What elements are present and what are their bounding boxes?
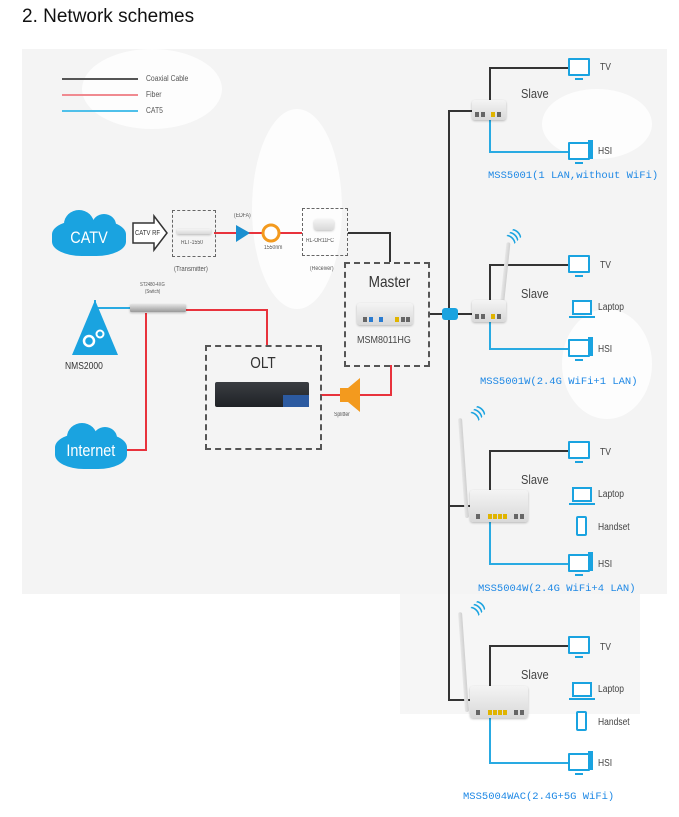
slave4-laptop-label: Laptop — [598, 684, 625, 695]
master-device — [357, 303, 413, 325]
splitter-icon — [340, 378, 360, 412]
cat5-slave3-hsi — [489, 520, 568, 565]
fiber-switch-internet — [118, 313, 147, 451]
slave4-tv-icon — [568, 636, 590, 658]
fiber-coil-icon — [261, 223, 281, 243]
slave1-hsi-icon — [568, 142, 590, 164]
slave4-label: Slave — [521, 667, 549, 682]
catv-rf-label: CATV RF — [135, 230, 161, 237]
master-model: MSM8011HG — [357, 335, 411, 346]
master-title: Master — [368, 274, 411, 291]
slave3-label: Slave — [521, 472, 549, 487]
edfa-label: (EDFA) — [234, 213, 251, 219]
master-box — [344, 262, 430, 367]
receiver-model: RL-OR11FC — [306, 238, 334, 244]
slave2-model: MSS5001W(2.4G WiFi+1 LAN) — [480, 376, 638, 388]
slave2-device — [472, 300, 506, 322]
transmitter-caption: (Transmitter) — [174, 266, 208, 273]
coax-slave1-tv — [489, 67, 568, 100]
slave4-hsi-icon — [568, 753, 590, 775]
fiber-splitter-master — [360, 365, 392, 396]
coax-backbone — [448, 110, 476, 701]
slave1-device — [472, 100, 506, 120]
slave1-model: MSS5001(1 LAN,without WiFi) — [488, 170, 659, 182]
slave2-laptop-icon — [569, 300, 595, 318]
slave3-hsi-icon — [568, 554, 590, 576]
slave3-pc-tower-icon — [588, 552, 593, 571]
catv-cloud-icon: CATV — [52, 210, 126, 256]
receiver-caption: (Receiver) — [310, 266, 334, 272]
edfa-amplifier-icon — [236, 225, 250, 242]
slave1-hsi-label: HSI — [598, 146, 613, 157]
switch-model: ST2480-4XG — [140, 282, 165, 288]
coax-slave3-tv — [489, 450, 568, 495]
slave2-pc-tower-icon — [588, 337, 593, 356]
coax-receiver-master — [348, 232, 391, 262]
catv-rf-arrow-icon — [132, 213, 168, 253]
slave4-handset-icon — [576, 711, 587, 731]
slave4-hsi-label: HSI — [598, 758, 613, 769]
slave3-handset-label: Handset — [598, 522, 630, 533]
slave1-tv-label: TV — [600, 62, 611, 73]
switch-device — [130, 304, 186, 312]
internet-label: Internet — [66, 441, 116, 460]
cat5-slave1-hsi — [489, 120, 568, 153]
slave4-pc-tower-icon — [588, 751, 593, 770]
internet-cloud-icon: Internet — [55, 423, 127, 469]
transmitter-box — [172, 210, 216, 257]
coax-connector-icon — [442, 308, 458, 320]
receiver-box — [302, 208, 348, 256]
slave3-device — [470, 490, 528, 522]
slave2-hsi-icon — [568, 339, 590, 361]
slave1-pc-tower-icon — [588, 140, 593, 159]
slave4-device — [470, 686, 528, 718]
wavelength-label: 1550nm — [264, 245, 283, 251]
slave3-laptop-label: Laptop — [598, 489, 625, 500]
slave2-label: Slave — [521, 286, 549, 301]
legend-label-coax: Coaxial Cable — [146, 74, 189, 83]
olt-device — [215, 382, 309, 407]
gear-icon — [82, 334, 96, 348]
nms-label: NMS2000 — [65, 361, 103, 372]
slave1-tv-icon — [568, 58, 590, 80]
slave2-tv-icon — [568, 255, 590, 277]
legend-label-cat5: CAT5 — [146, 106, 163, 115]
slave4-model: MSS5004WAC(2.4G+5G WiFi) — [463, 791, 615, 803]
slave3-model: MSS5004W(2.4G WiFi+4 LAN) — [478, 583, 636, 595]
transmitter-model: RLT-1550 — [181, 240, 204, 246]
slave3-tv-icon — [568, 441, 590, 463]
slave4-handset-label: Handset — [598, 717, 630, 728]
coax-slave4-tv — [489, 645, 568, 690]
gear-icon-small — [95, 329, 105, 339]
transmitter-device — [177, 229, 211, 234]
slave4-laptop-icon — [569, 682, 595, 700]
cat5-slave2-hsi — [489, 322, 568, 350]
section-heading: 2. Network schemes — [22, 6, 195, 27]
fiber-switch-olt — [186, 309, 268, 345]
slave2-tv-label: TV — [600, 260, 611, 271]
legend-label-fiber: Fiber — [146, 90, 162, 99]
switch-caption: (Switch) — [145, 289, 161, 295]
slave3-laptop-icon — [569, 487, 595, 505]
catv-label: CATV — [70, 228, 108, 247]
slave3-hsi-label: HSI — [598, 559, 613, 570]
slave2-laptop-label: Laptop — [598, 302, 625, 313]
receiver-device — [314, 219, 334, 230]
slave3-tv-label: TV — [600, 447, 611, 458]
slave1-label: Slave — [521, 86, 549, 101]
coax-slave2-tv — [489, 264, 568, 300]
slave3-handset-icon — [576, 516, 587, 536]
slave4-tv-label: TV — [600, 642, 611, 653]
olt-label: OLT — [250, 355, 276, 372]
cat5-nms-switch — [94, 300, 130, 309]
cat5-slave4-hsi — [489, 715, 568, 764]
olt-box — [205, 345, 322, 450]
slave2-hsi-label: HSI — [598, 344, 613, 355]
splitter-label: Splitter — [334, 412, 350, 418]
